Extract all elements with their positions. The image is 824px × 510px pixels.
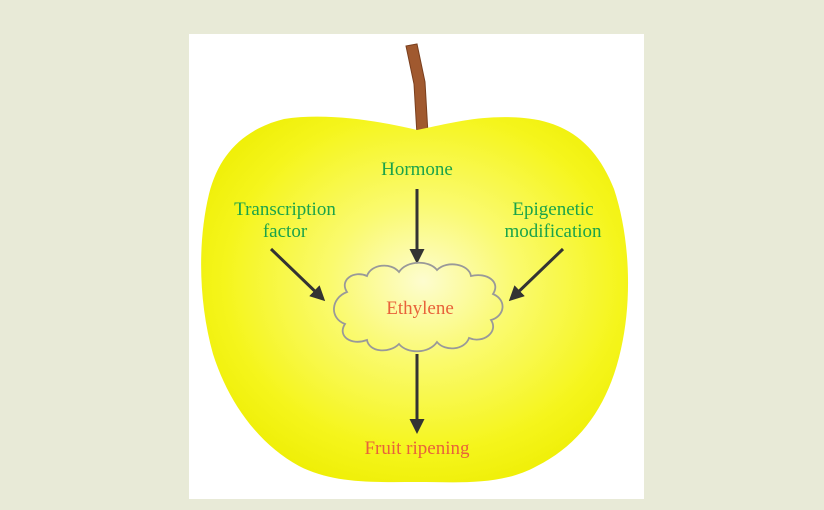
apple-stem-icon <box>406 44 428 135</box>
diagram-panel: Hormone Transcription factor Epigenetic … <box>189 34 644 499</box>
fruit-ripening-diagram: Hormone Transcription factor Epigenetic … <box>189 34 644 499</box>
epigenetic-modification-label-line1: Epigenetic <box>512 199 593 220</box>
epigenetic-modification-label-line2: modification <box>504 221 602 242</box>
transcription-factor-label-line1: Transcription <box>234 199 336 220</box>
ethylene-label: Ethylene <box>386 298 454 319</box>
hormone-label: Hormone <box>381 159 453 180</box>
fruit-ripening-label: Fruit ripening <box>364 438 470 459</box>
transcription-factor-label-line2: factor <box>263 221 308 242</box>
